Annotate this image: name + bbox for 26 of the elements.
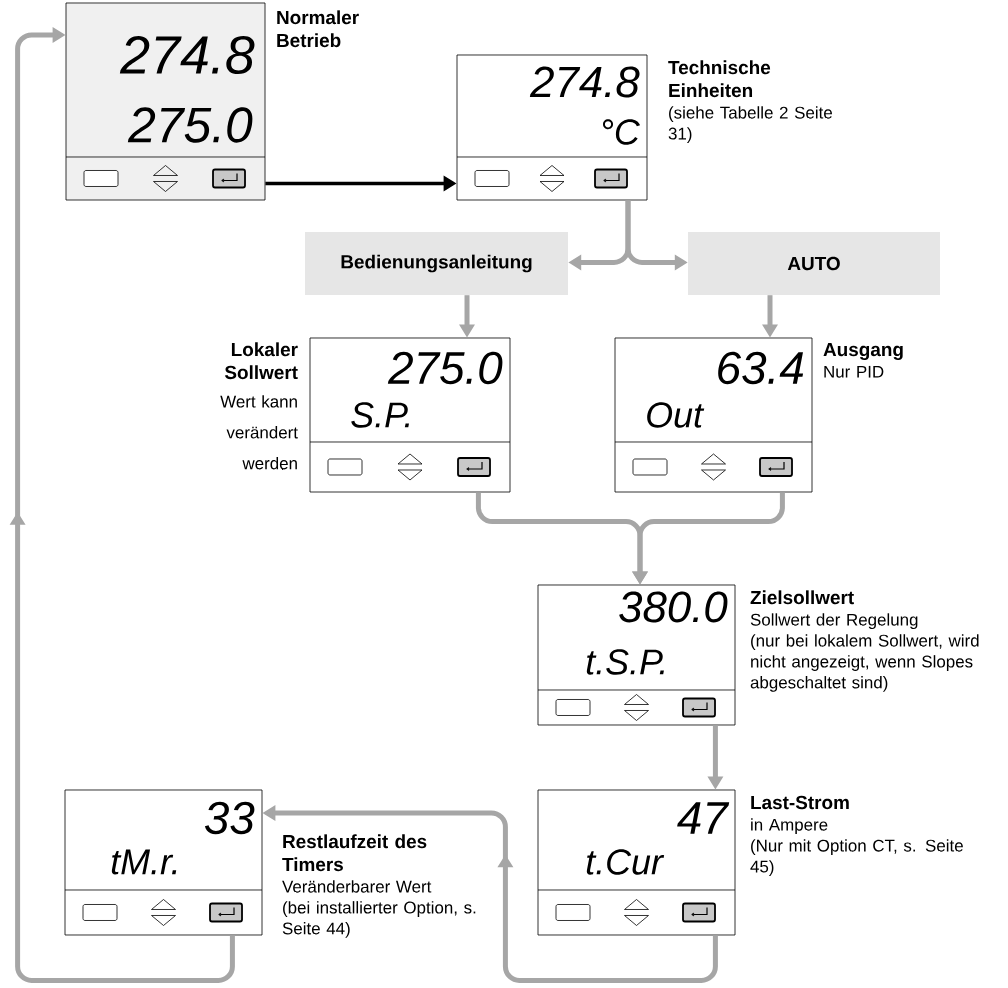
heading: Ausgang — [823, 343, 903, 361]
description: Sollwert der Regelung — [750, 613, 918, 630]
controller-display: 274.8 275.0 — [65, 2, 266, 201]
heading: Zielsollwert — [750, 590, 854, 605]
description: (nur bei lokalem Sollwert, wird nicht angezeigt, wenn Slopes abgeschaltet sind) — [750, 634, 979, 692]
description: Wert kann verändert werden — [220, 395, 298, 470]
controller-display: 380.0 t.S.P. — [537, 584, 736, 726]
heading: Restlaufzeit des Timers — [282, 834, 427, 872]
description: (Nur mit Option CT, s. Seite 45) — [750, 839, 963, 876]
heading: Normaler Betrieb — [277, 10, 359, 48]
heading: Lokaler Sollwert — [224, 342, 298, 380]
heading: Technische Einheiten — [668, 60, 771, 98]
description: (siehe Tabelle 2 Seite 31) — [668, 106, 832, 143]
controller-display: 63.4 Out — [614, 337, 813, 493]
mode-box: Bedienungsanleitung — [305, 232, 568, 295]
description: in Ampere — [751, 818, 828, 835]
description: Nur PID — [824, 365, 884, 378]
arrow — [9, 27, 235, 983]
heading: Last-Strom — [751, 795, 849, 810]
description: Veränderbarer Wert — [282, 880, 432, 893]
controller-display: 33 tM.r. — [64, 789, 263, 936]
controller-display: 47 t.Cur — [537, 789, 736, 936]
mode-box: AUTO — [688, 232, 940, 295]
description: (bei installierter Option, s. Seite 44) — [282, 901, 476, 938]
controller-display: 274.8 °C — [456, 54, 648, 201]
controller-display: 275.0 S.P. — [309, 337, 511, 493]
